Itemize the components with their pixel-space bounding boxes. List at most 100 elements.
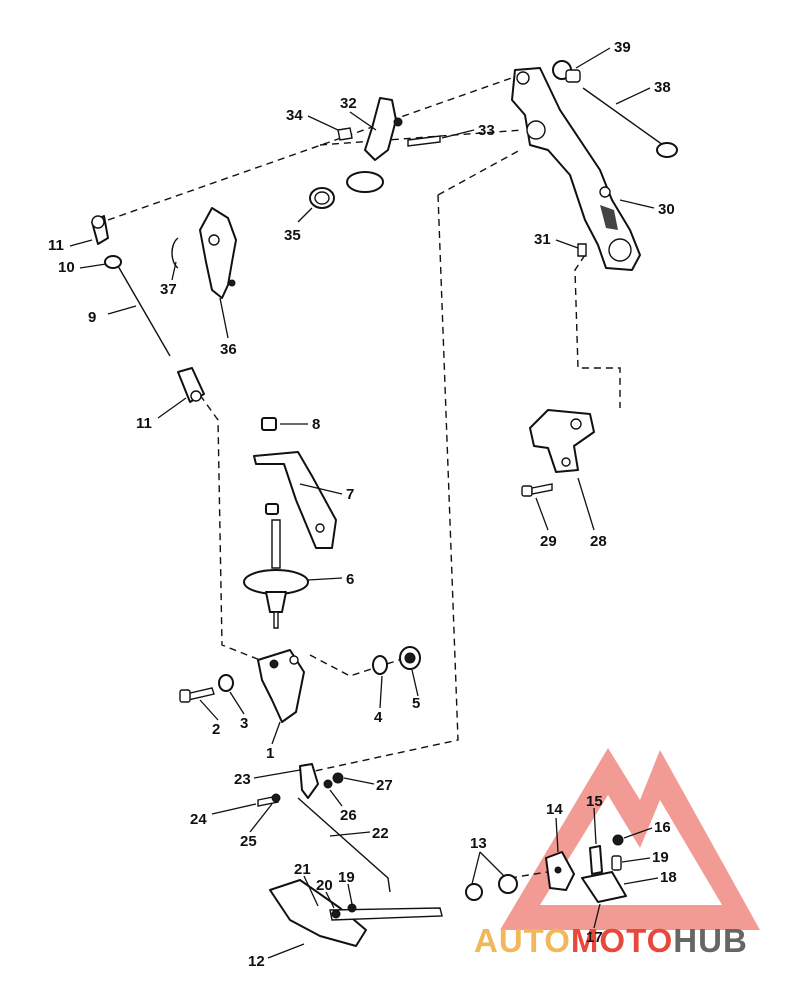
part-8-nut [261,417,277,431]
leader-11a [69,239,93,247]
leader-2 [199,699,219,721]
callout-15: 15 [586,793,603,810]
leader-28 [343,777,375,785]
callout-6: 6 [346,571,354,588]
part-39-rod [582,87,678,158]
leader-18 [623,877,659,885]
leader-3 [229,691,245,715]
watermark-logo: AUTOMOTOHUB [474,748,760,959]
leader-29 [577,477,595,531]
callout-38: 37 [160,281,177,298]
part-38-clip [171,237,179,269]
leader-14 [555,817,559,853]
callout-34: 33 [478,122,495,139]
callout-37: 36 [220,341,237,358]
dash-line-left [199,394,261,661]
part-24-clip [299,763,319,799]
callout-30: 29 [540,533,557,550]
part-19-pin [611,855,622,871]
part-27-nut [323,779,333,789]
part-7-bracket [253,451,337,549]
callout-12: 12 [248,953,265,970]
part-15-link [589,845,603,875]
leader-11b [157,397,187,419]
part-23-link-rod [297,797,391,893]
callout-10: 10 [58,259,75,276]
callout-18: 18 [660,869,677,886]
callout-24: 23 [234,771,251,788]
leader-1 [271,721,281,745]
callout-2: 2 [212,721,220,738]
part-34-screw [407,135,441,147]
callout-11-bottom: 11 [136,415,152,432]
leader-lines [69,47,659,959]
leader-12 [267,943,305,959]
part-stud-nut [265,503,279,515]
leader-38 [171,261,177,281]
part-13-bushings [465,874,518,901]
part-30-bolt [521,483,553,497]
part-36-spring [309,187,335,209]
callout-35: 34 [286,107,303,124]
part-28-washer [332,772,344,784]
callout-9: 9 [88,309,96,326]
part-29-bracket [529,409,595,473]
callout-36: 35 [284,227,301,244]
callout-17: 17 [586,929,603,946]
part-12-throttle-lever [269,879,443,947]
leader-27 [329,789,343,807]
callout-28: 27 [376,777,393,794]
part-1-cam-lever [257,649,305,723]
callout-labels: 39 38 32 34 33 30 35 31 11 10 37 9 36 11… [48,39,677,970]
leader-25 [211,803,257,815]
leader-21 [325,891,335,909]
part-3-washer [218,674,234,692]
dash-line-long [309,149,521,773]
leader-5 [411,669,419,697]
part-32-screw [577,243,587,257]
watermark-text-hub: HUB [673,922,748,959]
callout-13: 13 [470,835,487,852]
leader-31 [619,199,655,209]
callout-4: 4 [374,709,383,726]
callout-1: 1 [266,745,274,762]
callout-11-top: 11 [48,237,64,254]
callout-20: 19 [338,869,355,886]
leader-23 [329,831,371,837]
leader-24 [253,769,301,779]
dash-line-washer [309,654,406,677]
callout-39: 38 [654,79,671,96]
leader-17 [593,903,601,929]
part-10-nut [104,255,122,269]
part-cam-disc [346,171,384,193]
leader-6 [307,577,343,581]
dash-line-mid [319,129,523,146]
callout-7: 7 [346,486,354,503]
leader-40 [575,47,611,69]
leader-20 [347,883,353,905]
part-5-bushing [399,646,421,670]
part-37-throttle-cam [199,207,237,299]
part-11-link-end-bottom [177,367,205,403]
callout-21: 20 [316,877,333,894]
leader-35 [307,115,339,131]
watermark-text-auto: AUTO [474,922,571,959]
callout-8: 8 [312,416,320,433]
leader-22 [303,875,319,907]
leader-16 [623,827,653,839]
parts [91,60,678,947]
callout-14: 14 [546,801,563,818]
part-16-nut [612,834,624,846]
callout-25: 24 [190,811,207,828]
dash-line-top [107,74,521,221]
leader-9 [107,305,137,315]
callout-23: 22 [372,825,389,842]
leader-15 [593,807,597,845]
callout-26: 25 [240,833,257,850]
callout-40: 39 [614,39,631,56]
svg-text:AUTOMOTOHUB: AUTOMOTOHUB [474,922,748,959]
leader-39 [615,87,651,105]
leader-19 [621,857,651,863]
leader-10 [79,263,107,269]
